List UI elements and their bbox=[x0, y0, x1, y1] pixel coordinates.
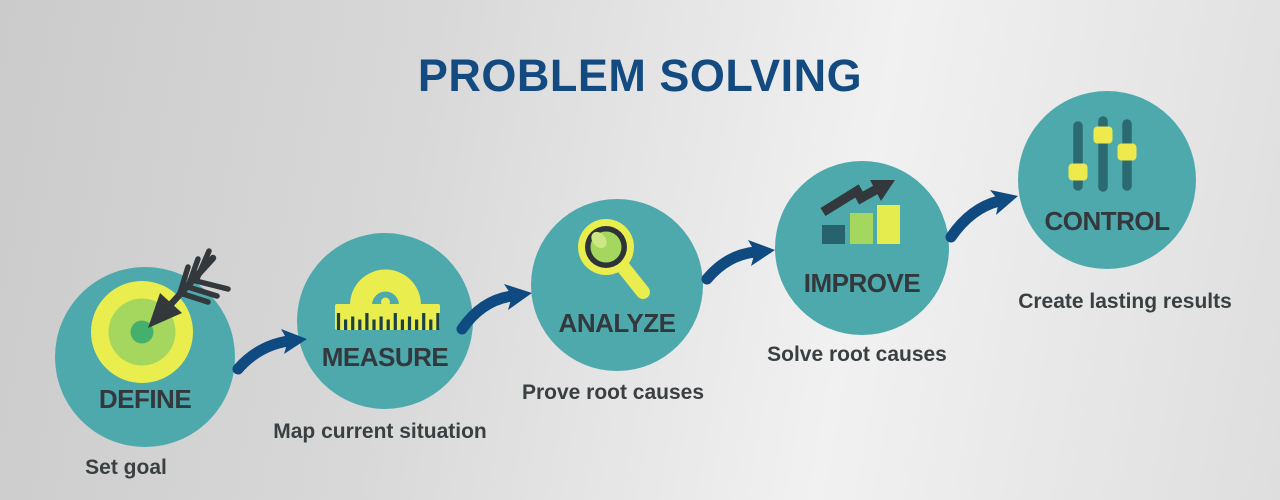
step-label-define: DEFINE bbox=[98, 384, 192, 414]
step-caption-measure: Map current situation bbox=[273, 420, 487, 443]
protractor-ruler-icon bbox=[335, 269, 440, 330]
rising-bar-chart-icon bbox=[820, 180, 900, 244]
step-caption-control: Create lasting results bbox=[1018, 290, 1232, 313]
flow-arrow-improve-to-control bbox=[945, 190, 1018, 243]
step-label-measure: MEASURE bbox=[321, 342, 449, 372]
step-label-control: CONTROL bbox=[1044, 206, 1170, 236]
sliders-icon bbox=[1068, 116, 1137, 192]
flow-arrow-analyze-to-improve bbox=[701, 240, 775, 285]
step-label-analyze: ANALYZE bbox=[558, 308, 676, 338]
page-title: PROBLEM SOLVING bbox=[417, 50, 863, 101]
magnifier-icon bbox=[578, 219, 650, 299]
flow-arrow-define-to-measure bbox=[232, 329, 307, 375]
step-caption-define: Set goal bbox=[85, 456, 167, 479]
flow-arrow-measure-to-analyze bbox=[456, 284, 532, 335]
target-icon bbox=[91, 248, 231, 383]
step-label-improve: IMPROVE bbox=[803, 268, 921, 298]
step-circle-improve bbox=[775, 161, 949, 335]
step-caption-analyze: Prove root causes bbox=[521, 381, 705, 404]
step-caption-improve: Solve root causes bbox=[767, 343, 947, 366]
